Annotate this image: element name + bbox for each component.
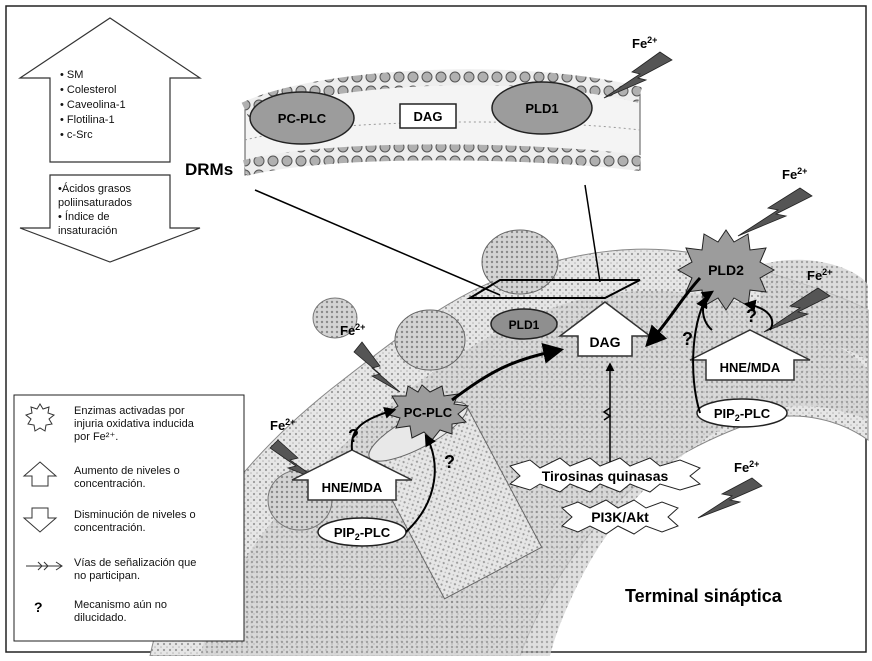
legend-item-down-line2: concentración. <box>74 522 146 534</box>
decrease-item-poliinsaturados: poliinsaturados <box>58 197 132 209</box>
dag-membrane-label: DAG <box>414 109 443 124</box>
increase-item-colesterol: • Colesterol <box>60 84 116 96</box>
pc-plc-membrane-label: PC-PLC <box>278 111 327 126</box>
lightning-icon <box>698 478 762 518</box>
legend-item-question-line1: Mecanismo aún no <box>74 599 167 611</box>
fe-right-upper: Fe2+ <box>738 166 812 236</box>
pld1-membrane-label: PLD1 <box>525 101 558 116</box>
lightning-icon <box>738 188 812 236</box>
legend-item-blocked-line2: no participan. <box>74 570 140 582</box>
fe-bottom-right: Fe2+ <box>698 459 762 518</box>
question-icon: ? <box>34 599 43 615</box>
pi3k-label: PI3K/Akt <box>591 509 649 525</box>
hne-mda-right-label: HNE/MDA <box>720 360 781 375</box>
increase-item-sm: • SM <box>60 69 83 81</box>
zoom-line-left <box>255 190 500 295</box>
tirosinas-label: Tirosinas quinasas <box>542 468 669 484</box>
increase-item-flotilina: • Flotilina-1 <box>60 114 115 126</box>
fe-top-label: Fe2+ <box>632 35 657 51</box>
pld1-node-label: PLD1 <box>509 318 540 332</box>
legend-item-question-line2: dilucidado. <box>74 612 127 624</box>
question-icon: ? <box>682 329 693 349</box>
fe-center-label: Fe2+ <box>340 322 365 338</box>
terminal-label: Terminal sináptica <box>625 586 783 606</box>
legend-item-down-line1: Disminución de niveles o <box>74 509 196 521</box>
increase-item-csrc: • c-Src <box>60 129 93 141</box>
legend: Enzimas activadas por injuria oxidativa … <box>14 395 244 641</box>
decrease-item-indice: • Índice de <box>58 210 110 223</box>
pip2-plc-right-label: PIP2-PLC <box>714 406 771 423</box>
decrease-item-acidos: •Ácidos grasos <box>58 182 131 195</box>
legend-item-up-line1: Aumento de niveles o <box>74 465 180 477</box>
question-icon: ? <box>348 426 359 446</box>
hne-mda-left-label: HNE/MDA <box>322 480 383 495</box>
increase-item-caveolina: • Caveolina-1 <box>60 99 126 111</box>
legend-item-burst-line1: Enzimas activadas por <box>74 405 185 417</box>
legend-item-blocked-line1: Vías de señalización que <box>74 557 196 569</box>
question-icon: ? <box>746 306 757 326</box>
pld2-label: PLD2 <box>708 262 744 278</box>
pc-plc-label: PC-PLC <box>404 405 453 420</box>
question-icon: ? <box>444 452 455 472</box>
drms-label: DRMs <box>185 160 233 179</box>
legend-item-burst-line2: injuria oxidativa inducida <box>74 418 195 430</box>
dag-label: DAG <box>589 334 620 350</box>
fe-right-upper-label: Fe2+ <box>782 166 807 182</box>
legend-item-burst-line3: por Fe²⁺. <box>74 431 118 443</box>
decrease-item-insaturacion: insaturación <box>58 225 117 237</box>
fe-bottom-right-label: Fe2+ <box>734 459 759 475</box>
legend-item-up-line2: concentración. <box>74 478 146 490</box>
vesicle <box>395 310 465 370</box>
pip2-plc-left-label: PIP2-PLC <box>334 525 391 542</box>
